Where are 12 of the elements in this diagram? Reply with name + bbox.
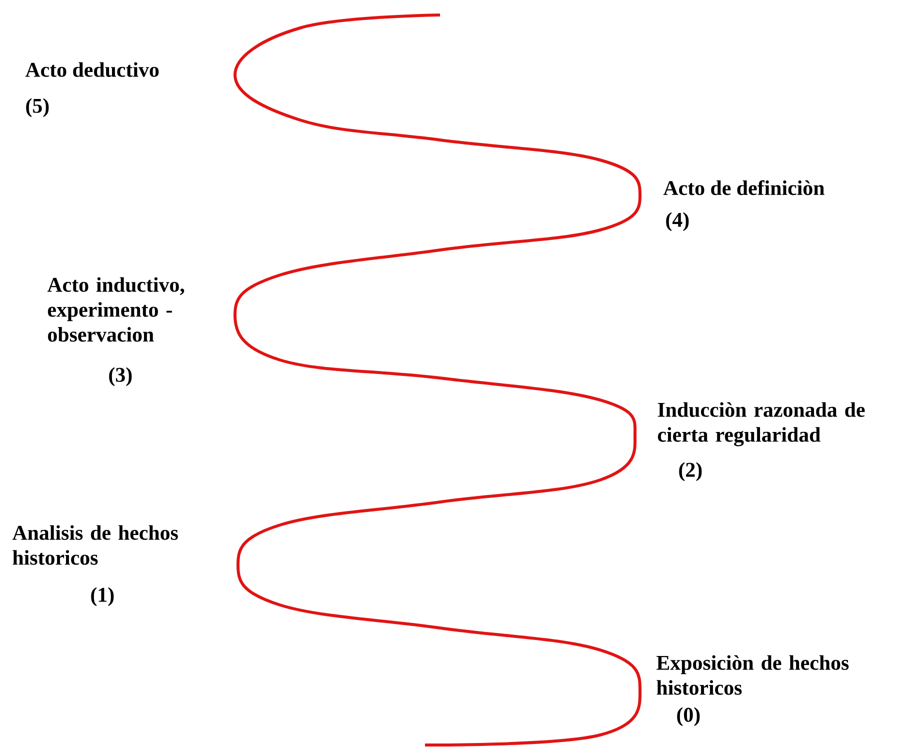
step-label: Acto inductivo, experimento - observacion — [47, 277, 184, 342]
step-label: Acto deductivo — [25, 62, 159, 77]
step-label: Acto de definiciòn — [663, 180, 824, 196]
step-label: Inducciòn razonada de cierta regularidad — [658, 402, 865, 446]
step-label: Exposiciòn de hechos historicos — [656, 655, 849, 695]
step-number: (1) — [91, 587, 114, 606]
step-label: Analisis de hechos historicos — [12, 525, 178, 565]
step-number: (4) — [666, 212, 689, 232]
step-number: (0) — [677, 707, 700, 726]
step-number: (3) — [109, 367, 132, 386]
step-number: (2) — [679, 462, 702, 482]
step-number: (5) — [26, 98, 49, 118]
